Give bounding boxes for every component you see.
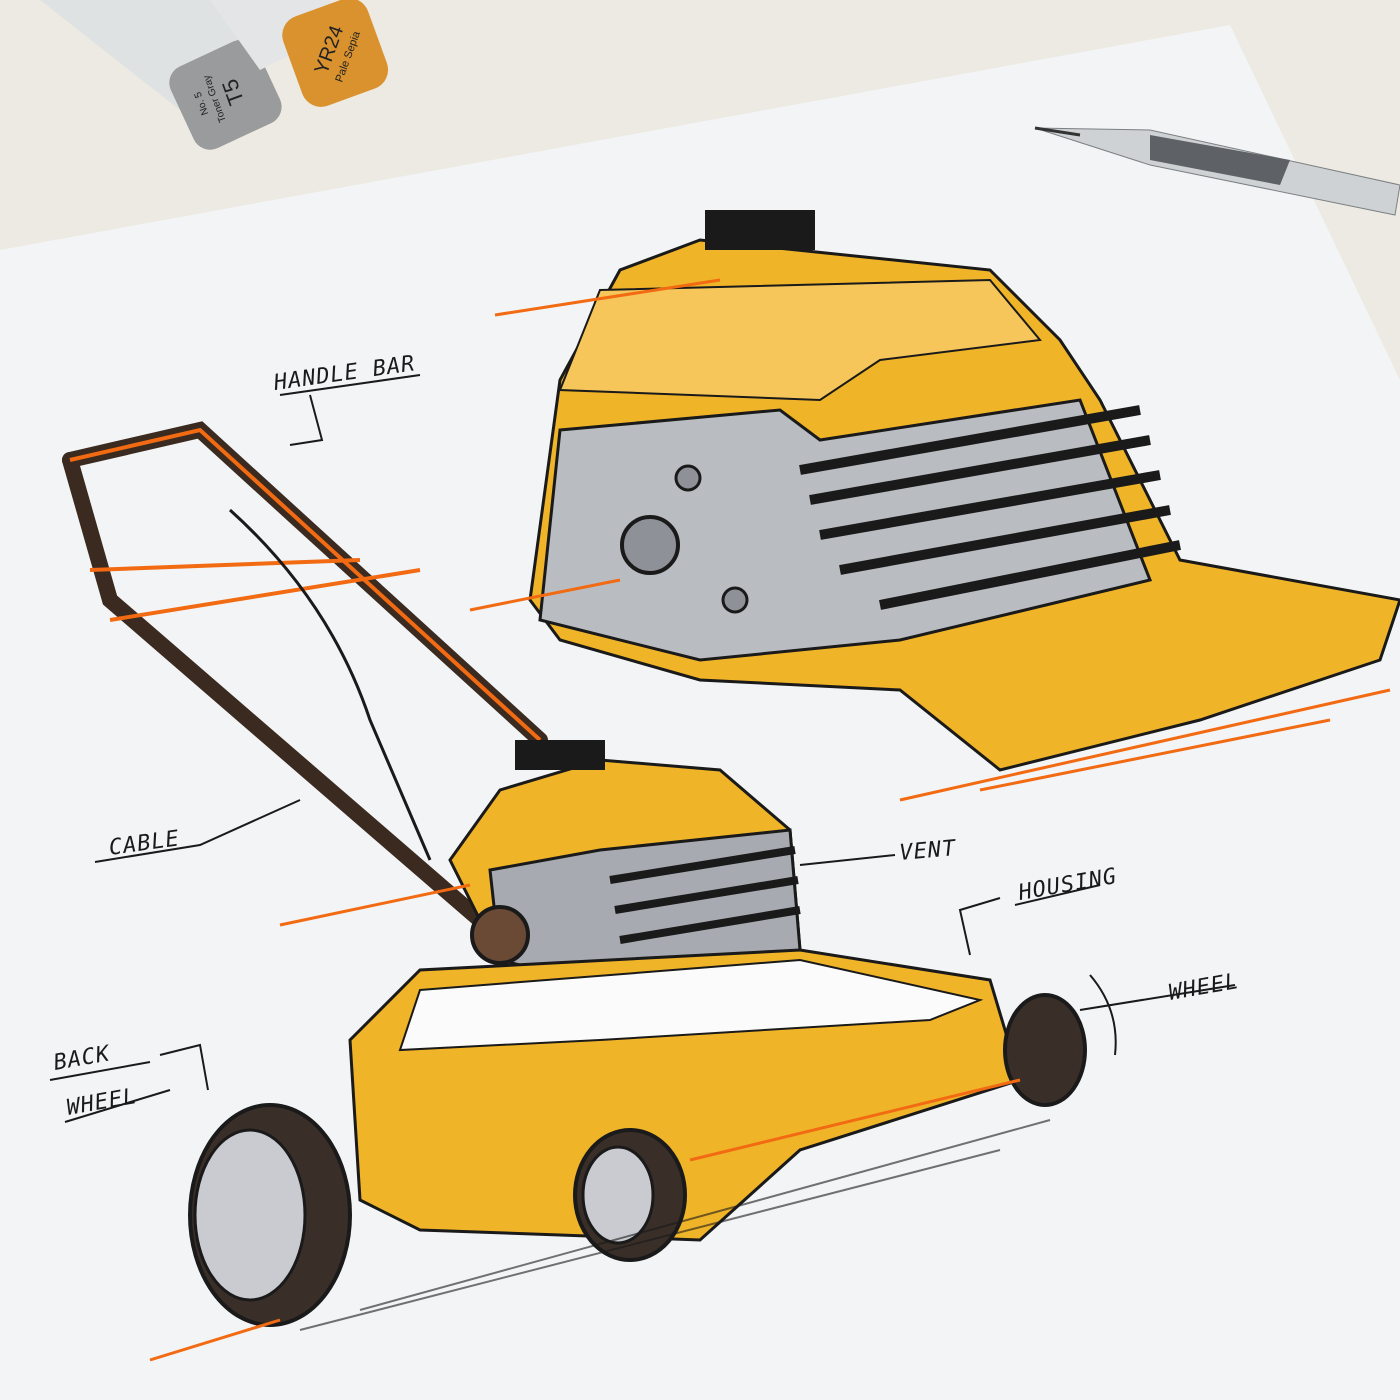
annotation-back-wheel: BACK WHEEL [49, 1041, 209, 1123]
back-wheel [188, 1103, 352, 1327]
marker-t5: No. 5 Toner Gray T5 [40, 0, 282, 150]
label-vent: VENT [898, 836, 958, 866]
housing-detail-sketch [469, 210, 1400, 802]
pen [1034, 126, 1400, 216]
annotation-vent: VENT [799, 836, 958, 866]
lawn-mower-sketch [62, 421, 1087, 1362]
marker-yr24: YR24 Pale Sepia [210, 0, 389, 107]
cable [228, 508, 432, 861]
